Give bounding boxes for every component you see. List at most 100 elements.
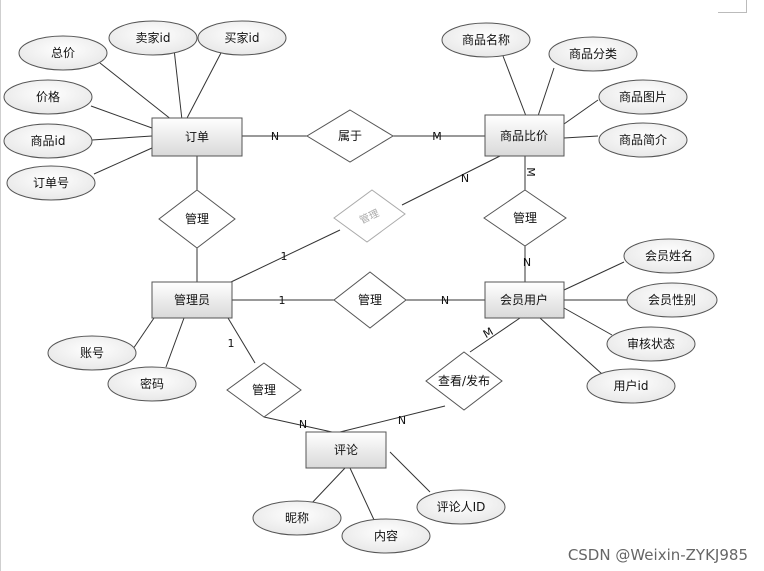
edge-order-number: [93, 147, 153, 175]
edge-admin-account: [132, 317, 155, 350]
entity-member-user: 会员用户: [484, 281, 565, 319]
edge-member-status: [563, 307, 613, 336]
relationship-admin-manages-member-label: 管理: [358, 292, 382, 307]
relationship-member-manages-product-label: 管理: [513, 210, 537, 225]
edge-order-productid: [91, 135, 153, 141]
cardinality-labels: N M M N 1 N 1 N 1 N M N: [228, 130, 538, 431]
attribute-admin-password: 密码: [107, 366, 197, 402]
attribute-admin-account-label: 账号: [80, 346, 104, 360]
attribute-order-seller-id: 卖家id: [108, 20, 198, 56]
attribute-order-product-id-label: 商品id: [31, 133, 66, 148]
corner-marker: [718, 0, 747, 13]
attribute-product-image: 商品图片: [598, 79, 688, 115]
edge-order-price: [90, 105, 153, 129]
attribute-order-buyer-id-label: 买家id: [225, 30, 260, 45]
card-product-manage: M: [524, 167, 537, 177]
relationship-view-publish: 查看/发布: [425, 351, 503, 411]
relationship-admin-manages-member: 管理: [333, 271, 407, 329]
edge-admin-manage-product: [230, 229, 341, 283]
entity-member-user-label: 会员用户: [500, 292, 548, 307]
edge-order-total: [99, 62, 173, 121]
attribute-member-gender: 会员性别: [626, 282, 718, 318]
attribute-order-seller-id-label: 卖家id: [136, 30, 171, 45]
edge-order-seller: [173, 48, 183, 121]
attribute-member-user-id-label: 用户id: [614, 378, 649, 393]
attribute-comment-nickname: 昵称: [252, 500, 342, 536]
edge-admin-password: [165, 317, 185, 368]
entity-admin: 管理员: [151, 281, 233, 319]
edge-product-image: [563, 99, 599, 125]
edge-member-userid: [539, 317, 603, 375]
edge-comment-content: [349, 467, 376, 523]
attribute-order-number-label: 订单号: [33, 176, 69, 190]
attribute-product-name: 商品名称: [441, 22, 531, 58]
entity-product-compare: 商品比价: [484, 114, 565, 157]
attribute-order-product-id: 商品id: [3, 123, 93, 159]
edge-manage-comment: [263, 416, 333, 433]
attribute-comment-content: 内容: [341, 518, 431, 554]
connection-lines: [90, 48, 628, 523]
entity-product-compare-label: 商品比价: [500, 128, 548, 143]
card-order-belongs: N: [271, 130, 279, 143]
relationship-admin-manages-order-label: 管理: [185, 211, 209, 226]
attribute-member-review-status: 审核状态: [606, 326, 696, 362]
attribute-product-name-label: 商品名称: [462, 32, 510, 47]
attribute-product-category: 商品分类: [548, 36, 638, 72]
watermark-text: CSDN @Weixin-ZYKJ985: [568, 546, 748, 564]
attribute-comment-author-id: 评论人ID: [416, 489, 506, 525]
edge-product-category: [537, 67, 555, 117]
relationship-admin-manages-comment-label: 管理: [252, 382, 276, 397]
card-admin-to-product: 1: [281, 250, 288, 263]
edge-comment-nickname: [309, 467, 346, 506]
edge-order-buyer: [185, 50, 223, 121]
card-member-manage: N: [523, 256, 531, 269]
attribute-member-name: 会员姓名: [623, 238, 715, 274]
entity-order-label: 订单: [185, 130, 209, 144]
left-border-line: [0, 0, 1, 571]
attribute-admin-password-label: 密码: [140, 376, 164, 391]
relationship-belongs-to-label: 属于: [338, 129, 362, 143]
relationship-admin-manages-product: 管理: [333, 189, 406, 243]
attribute-order-price-label: 价格: [36, 89, 60, 104]
card-product-belongs: M: [432, 130, 442, 143]
attribute-admin-account: 账号: [47, 335, 137, 371]
entity-order: 订单: [151, 117, 243, 157]
card-member-to-comment: M: [481, 325, 496, 341]
attribute-member-user-id: 用户id: [586, 368, 676, 404]
attribute-member-gender-label: 会员性别: [648, 293, 696, 307]
entity-comment-label: 评论: [334, 443, 358, 457]
attribute-order-buyer-id: 买家id: [197, 20, 287, 56]
card-comment-from-member: N: [398, 414, 406, 427]
attribute-product-intro: 商品简介: [598, 122, 688, 158]
entity-admin-label: 管理员: [174, 292, 210, 307]
edge-admin-manage-comment: [227, 317, 256, 364]
entity-comment: 评论: [305, 431, 387, 469]
relationship-member-manages-product: 管理: [483, 189, 567, 247]
card-admin-to-comment: 1: [228, 337, 235, 350]
attribute-product-intro-label: 商品简介: [619, 132, 667, 147]
edge-comment-author: [389, 451, 431, 493]
relationship-admin-manages-order: 管理: [158, 189, 236, 249]
attribute-order-price: 价格: [3, 79, 93, 115]
attribute-comment-nickname-label: 昵称: [285, 511, 309, 525]
edge-manage-product: [401, 155, 501, 206]
card-comment-from-admin: N: [299, 418, 307, 431]
attribute-product-category-label: 商品分类: [569, 46, 617, 61]
attribute-comment-content-label: 内容: [374, 528, 398, 543]
attribute-order-total-price-label: 总价: [51, 46, 75, 60]
card-product-from-admin: N: [461, 172, 469, 185]
edge-product-intro: [563, 135, 599, 139]
edge-member-view: [469, 317, 521, 353]
edge-product-name: [502, 55, 527, 117]
edge-member-name: [563, 261, 625, 291]
edge-view-comment: [339, 405, 446, 433]
attribute-member-review-status-label: 审核状态: [627, 336, 675, 351]
relationship-admin-manages-comment: 管理: [226, 362, 302, 418]
attribute-comment-author-id-label: 评论人ID: [437, 500, 486, 514]
attribute-product-image-label: 商品图片: [619, 89, 667, 104]
attribute-order-total-price: 总价: [18, 35, 108, 71]
attribute-order-number: 订单号: [6, 165, 96, 201]
card-member-from-admin: N: [441, 294, 449, 307]
card-admin-to-member: 1: [279, 294, 286, 307]
